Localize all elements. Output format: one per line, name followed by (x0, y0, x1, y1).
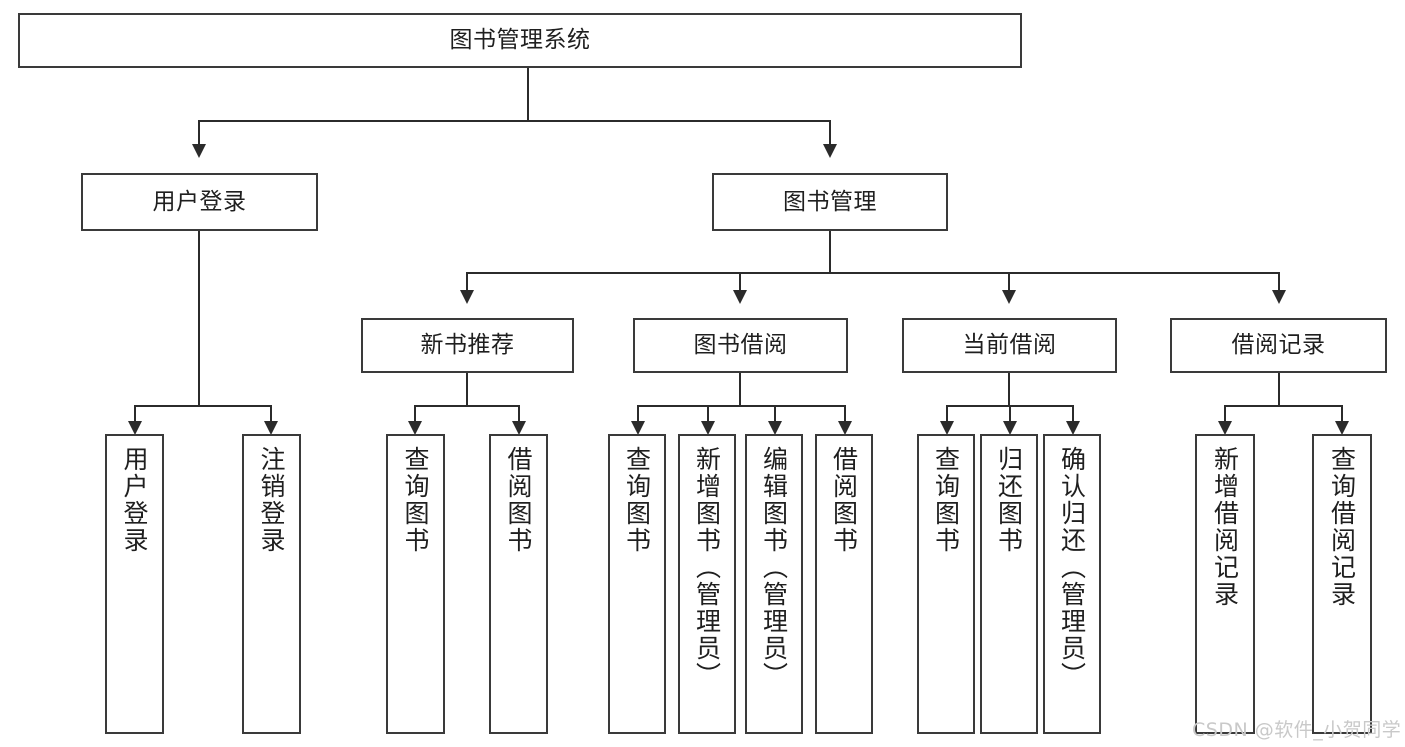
node-label: 编辑图书（管理员） (759, 446, 789, 689)
connector-borrow-record-stem (1278, 373, 1280, 406)
node-label: 确认归还（管理员） (1057, 446, 1087, 689)
connector-root-to-book-management (829, 120, 831, 148)
connector-cb-to-leaf-1 (946, 405, 948, 425)
node-label: 借阅记录 (1231, 332, 1326, 359)
node-label: 用户登录 (120, 446, 149, 554)
leaf-book-borrow-add-book[interactable]: 新增图书（管理员） (678, 434, 736, 734)
connector-bb-to-leaf-3 (774, 405, 776, 425)
arrow-bb-to-leaf-2 (701, 421, 715, 435)
node-label: 新增图书（管理员） (692, 446, 722, 689)
csdn-watermark: CSDN @软件_小贺同学 (1192, 719, 1402, 741)
node-label: 查询借阅记录 (1327, 446, 1357, 608)
connector-nbr-to-leaf-2 (518, 405, 520, 425)
connector-bb-to-leaf-4 (844, 405, 846, 425)
arrow-nbr-to-leaf-1 (408, 421, 422, 435)
leaf-new-book-recommend-borrow-book[interactable]: 借阅图书 (489, 434, 548, 734)
node-user-login[interactable]: 用户登录 (81, 173, 318, 231)
leaf-borrow-record-query-record[interactable]: 查询借阅记录 (1312, 434, 1372, 734)
connector-to-new-book-recommend (466, 272, 468, 294)
arrow-cb-to-leaf-1 (940, 421, 954, 435)
leaf-current-borrow-confirm-return[interactable]: 确认归还（管理员） (1043, 434, 1101, 734)
connector-to-book-borrow (739, 272, 741, 294)
node-book-borrow[interactable]: 图书借阅 (633, 318, 848, 373)
leaf-borrow-record-add-record[interactable]: 新增借阅记录 (1195, 434, 1255, 734)
arrow-cb-to-leaf-2 (1003, 421, 1017, 435)
leaf-new-book-recommend-query-book[interactable]: 查询图书 (386, 434, 445, 734)
node-label: 用户登录 (152, 188, 247, 215)
connector-cb-to-leaf-3 (1072, 405, 1074, 425)
connector-br-to-leaf-1 (1224, 405, 1226, 425)
node-label: 图书管理系统 (449, 27, 591, 54)
connector-to-borrow-record (1278, 272, 1280, 294)
leaf-book-borrow-edit-book[interactable]: 编辑图书（管理员） (745, 434, 803, 734)
node-label: 当前借阅 (962, 332, 1057, 359)
node-book-management[interactable]: 图书管理 (712, 173, 948, 231)
connector-book-management-bus (466, 272, 1280, 274)
arrow-cb-to-leaf-3 (1066, 421, 1080, 435)
node-label: 查询图书 (931, 446, 961, 554)
connector-book-borrow-stem (739, 373, 741, 406)
node-current-borrow[interactable]: 当前借阅 (902, 318, 1117, 373)
connector-user-login-to-leaf-1 (134, 405, 136, 425)
connector-user-login-stem (198, 231, 200, 406)
connector-borrow-record-bus (1224, 405, 1342, 407)
arrow-root-to-user-login (192, 144, 206, 158)
arrow-bb-to-leaf-1 (631, 421, 645, 435)
node-label: 归还图书 (994, 446, 1024, 554)
node-label: 新书推荐 (420, 332, 515, 359)
node-borrow-record[interactable]: 借阅记录 (1170, 318, 1387, 373)
connector-user-login-to-leaf-2 (270, 405, 272, 425)
node-label: 图书管理 (783, 188, 877, 215)
node-root-book-management-system[interactable]: 图书管理系统 (18, 13, 1022, 68)
node-label: 新增借阅记录 (1210, 446, 1240, 608)
node-label: 借阅图书 (504, 446, 533, 554)
connector-root-bus (198, 120, 831, 122)
arrow-to-current-borrow (1002, 290, 1016, 304)
leaf-current-borrow-query-book[interactable]: 查询图书 (917, 434, 975, 734)
leaf-book-borrow-query-book[interactable]: 查询图书 (608, 434, 666, 734)
arrow-to-new-book-recommend (460, 290, 474, 304)
node-label: 查询图书 (622, 446, 652, 554)
arrow-root-to-book-management (823, 144, 837, 158)
arrow-bb-to-leaf-3 (768, 421, 782, 435)
arrow-nbr-to-leaf-2 (512, 421, 526, 435)
connector-bb-to-leaf-1 (637, 405, 639, 425)
connector-new-book-recommend-bus (414, 405, 518, 407)
arrow-user-login-to-leaf-1 (128, 421, 142, 435)
connector-br-to-leaf-2 (1341, 405, 1343, 425)
node-label: 图书借阅 (693, 332, 788, 359)
connector-current-borrow-stem (1008, 373, 1010, 406)
connector-nbr-to-leaf-1 (414, 405, 416, 425)
connector-root-stem (527, 68, 529, 121)
connector-book-management-stem (829, 231, 831, 273)
leaf-user-login-login[interactable]: 用户登录 (105, 434, 164, 734)
connector-user-login-bus (134, 405, 270, 407)
connector-new-book-recommend-stem (466, 373, 468, 406)
connector-to-current-borrow (1008, 272, 1010, 294)
arrow-user-login-to-leaf-2 (264, 421, 278, 435)
arrow-to-borrow-record (1272, 290, 1286, 304)
node-label: 借阅图书 (829, 446, 859, 554)
leaf-current-borrow-return-book[interactable]: 归还图书 (980, 434, 1038, 734)
leaf-user-login-logout[interactable]: 注销登录 (242, 434, 301, 734)
connector-cb-to-leaf-2 (1009, 405, 1011, 425)
arrow-to-book-borrow (733, 290, 747, 304)
connector-bb-to-leaf-2 (707, 405, 709, 425)
node-label: 查询图书 (401, 446, 430, 554)
leaf-book-borrow-borrow-book[interactable]: 借阅图书 (815, 434, 873, 734)
arrow-br-to-leaf-2 (1335, 421, 1349, 435)
node-new-book-recommend[interactable]: 新书推荐 (361, 318, 574, 373)
node-label: 注销登录 (257, 446, 286, 554)
arrow-bb-to-leaf-4 (838, 421, 852, 435)
connector-book-borrow-bus (637, 405, 844, 407)
connector-root-to-user-login (198, 120, 200, 148)
arrow-br-to-leaf-1 (1218, 421, 1232, 435)
